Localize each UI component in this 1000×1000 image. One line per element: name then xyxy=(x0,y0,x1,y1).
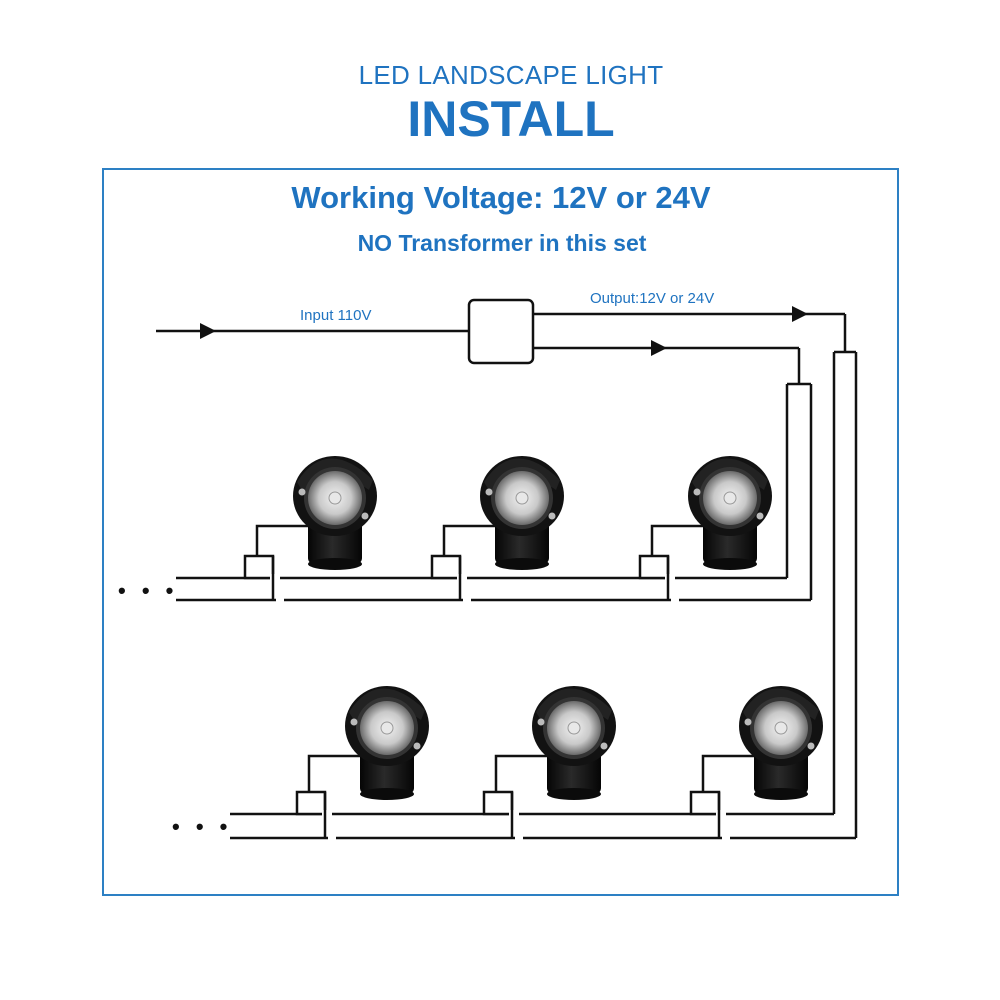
diagram-title: INSTALL xyxy=(407,91,615,147)
wire-connector xyxy=(430,554,471,604)
input-arrow-icon xyxy=(200,323,216,339)
diagram-subtitle: LED LANDSCAPE LIGHT xyxy=(358,60,664,90)
screw-icon xyxy=(744,718,752,726)
landscape-light-icon xyxy=(701,686,823,800)
screw-icon xyxy=(807,742,815,750)
voltage-heading: Working Voltage: 12V or 24V xyxy=(291,180,711,215)
screw-icon xyxy=(350,718,358,726)
output-wire-top-row xyxy=(533,340,813,600)
landscape-light-icon xyxy=(650,456,772,570)
landscape-light-icon xyxy=(442,456,564,570)
screw-icon xyxy=(756,512,764,520)
input-line xyxy=(156,323,469,339)
wire-connector xyxy=(482,790,523,842)
screw-icon xyxy=(548,512,556,520)
row2-continuation: • • • xyxy=(172,814,233,839)
wire-connector xyxy=(689,790,730,842)
screw-icon xyxy=(600,742,608,750)
output-arrow-icon xyxy=(792,306,808,322)
row1-continuation: • • • xyxy=(118,578,179,603)
wire-connector xyxy=(243,554,284,604)
screw-icon xyxy=(413,742,421,750)
landscape-light-icon xyxy=(494,686,616,800)
transformer-note: NO Transformer in this set xyxy=(357,230,647,256)
output-arrow-icon xyxy=(651,340,667,356)
wire-connector xyxy=(638,554,679,604)
screw-icon xyxy=(298,488,306,496)
screw-icon xyxy=(537,718,545,726)
screw-icon xyxy=(485,488,493,496)
screw-icon xyxy=(361,512,369,520)
input-label: Input 110V xyxy=(300,307,372,324)
landscape-light-icon xyxy=(307,686,429,800)
transformer-box xyxy=(467,298,535,365)
landscape-light-icon xyxy=(255,456,377,570)
diagram-frame xyxy=(102,168,899,896)
wire-connector xyxy=(295,790,336,842)
screw-icon xyxy=(693,488,701,496)
output-wire-bottom-row xyxy=(533,306,858,838)
output-label: Output:12V or 24V xyxy=(590,290,715,307)
